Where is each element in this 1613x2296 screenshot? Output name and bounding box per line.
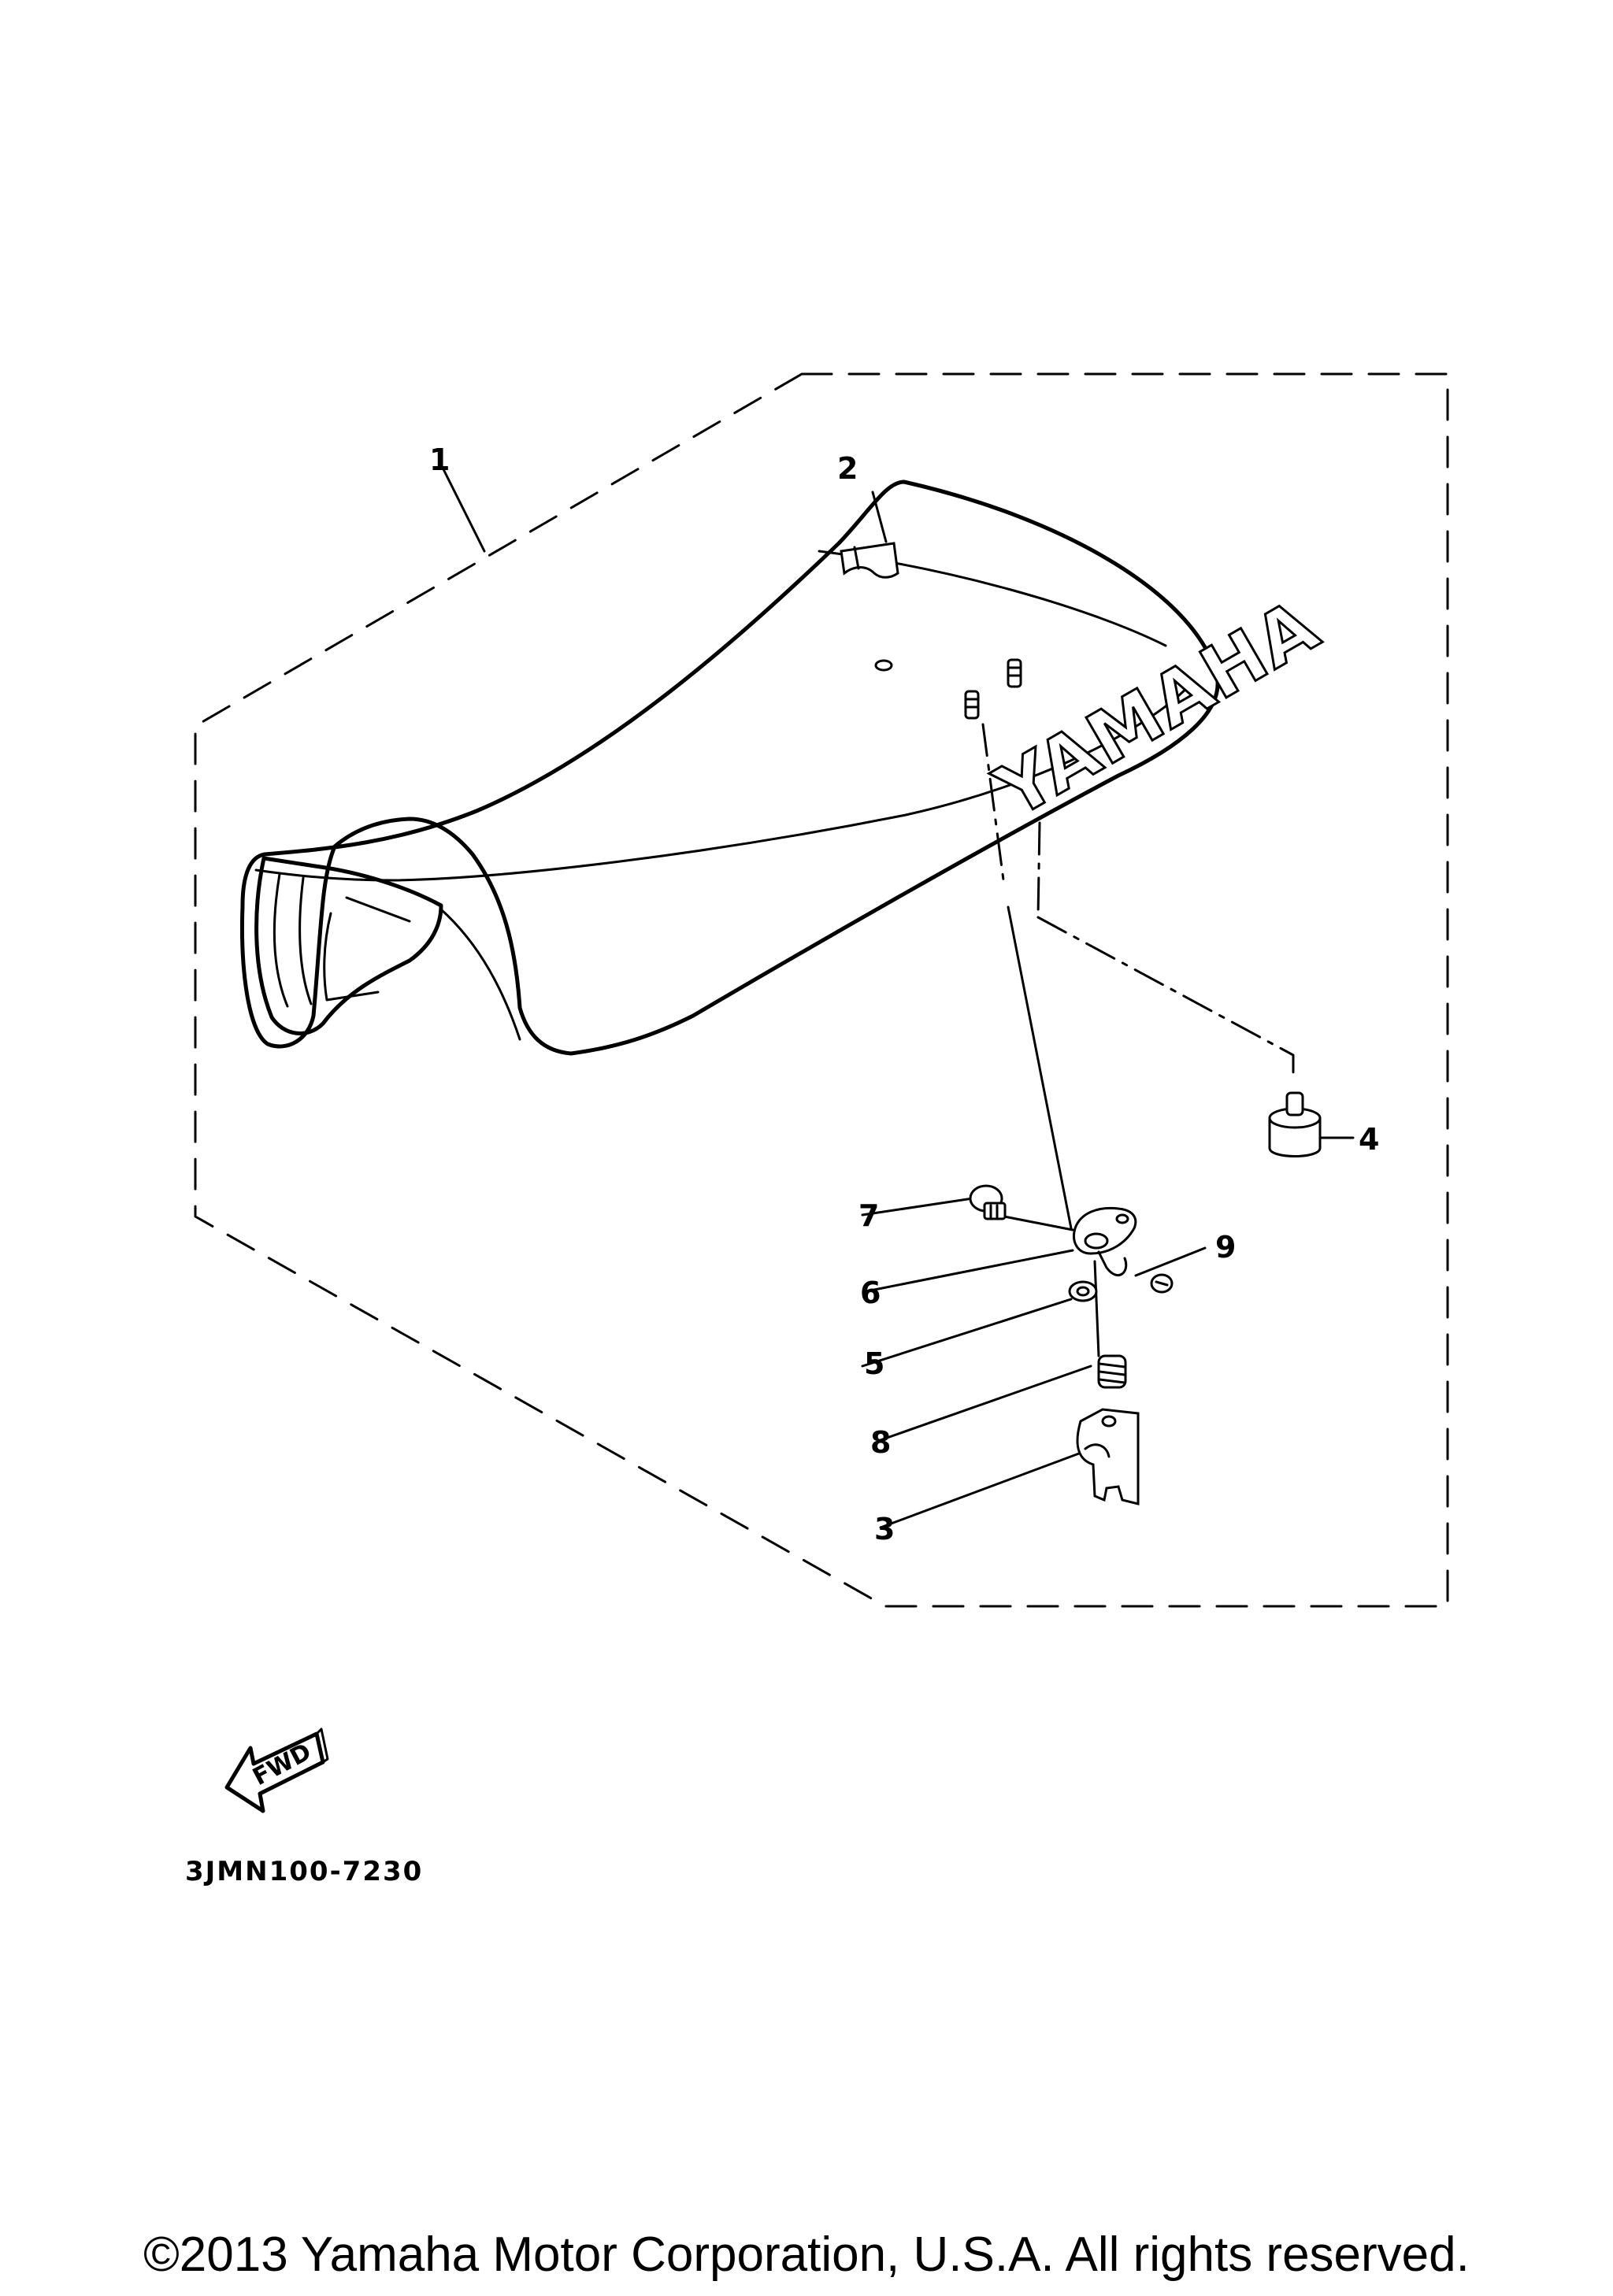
copyright-notice: ©2013 Yamaha Motor Corporation, U.S.A. A… (143, 2227, 1470, 2282)
callout-2: 2 (837, 451, 858, 486)
callout-1: 1 (429, 443, 450, 477)
callout-labels: 1 2 3 4 5 6 7 8 9 (429, 443, 1379, 1546)
diagram-part-code: 3JMN100-7230 (185, 1856, 423, 1887)
leader-lines (439, 463, 1355, 1529)
callout-9: 9 (1215, 1230, 1236, 1265)
seat-logo: YAMAHA (982, 583, 1333, 834)
callout-7: 7 (858, 1198, 879, 1233)
seat-body (240, 480, 1220, 1056)
callout-8: 8 (870, 1425, 891, 1460)
assembly-boundary (194, 372, 1449, 1608)
callout-5: 5 (864, 1346, 884, 1381)
callout-3: 3 (874, 1512, 895, 1546)
callout-4: 4 (1359, 1122, 1379, 1157)
forward-arrow-icon: FWD (224, 1728, 329, 1813)
hardware-parts (969, 1091, 1322, 1505)
callout-6: 6 (860, 1276, 881, 1310)
